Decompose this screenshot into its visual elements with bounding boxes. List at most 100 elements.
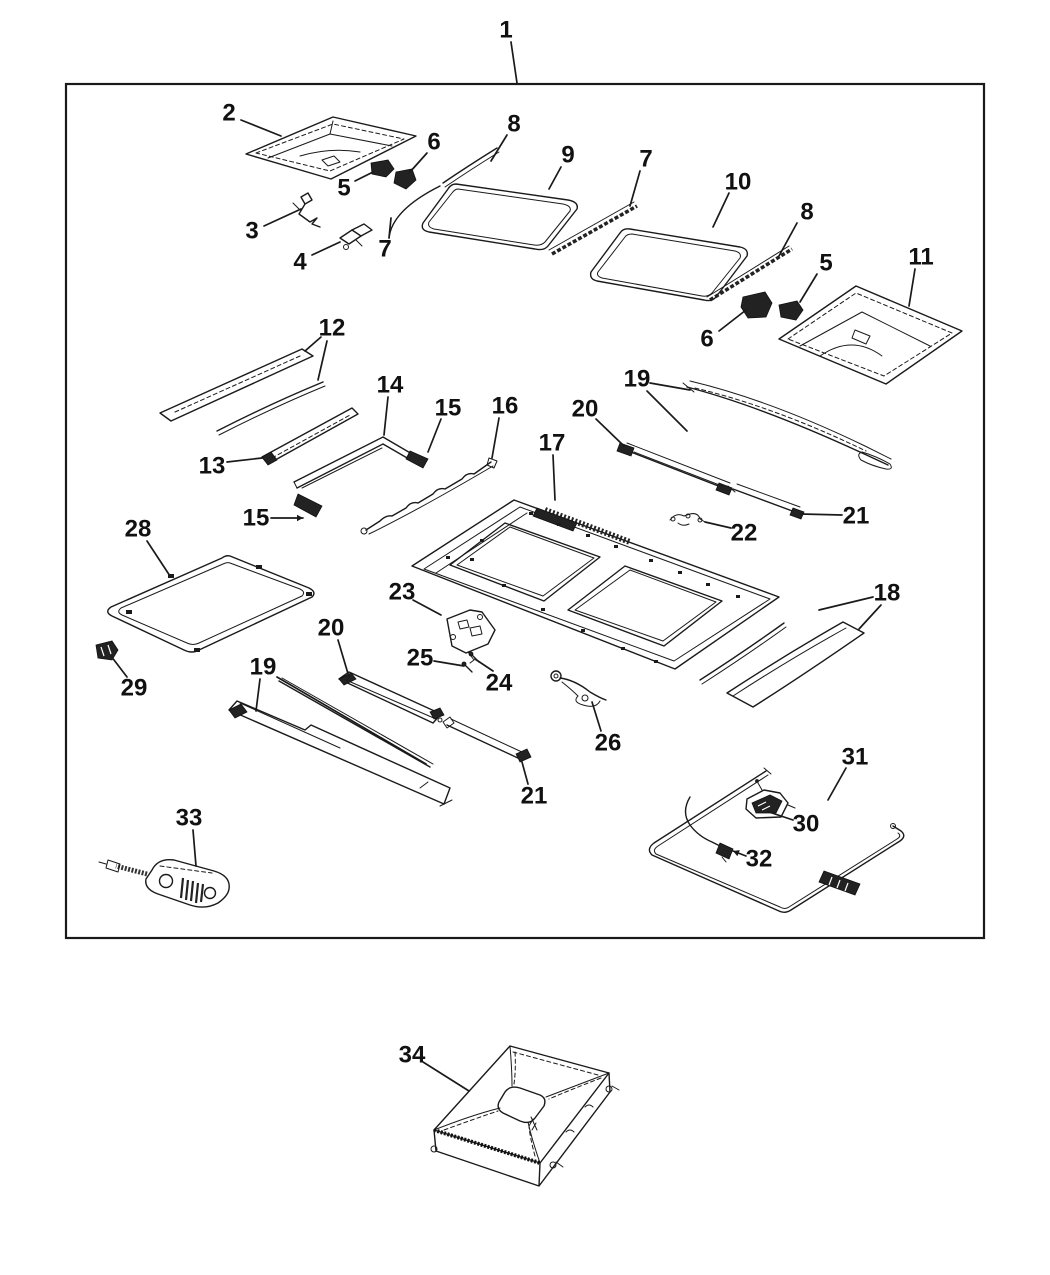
part-19-molding-rear-set [228,677,453,807]
part-16-drip-rail [360,457,498,535]
callout-22: 22 [704,520,758,547]
callout-28: 28 [125,516,171,577]
leader-line [226,457,263,463]
leader-line [110,655,128,678]
leader-line [311,241,341,256]
handle-cable [115,863,148,877]
part-32-wire [684,796,734,863]
part-34-glass-module [430,1045,620,1187]
leader-arrowhead [733,850,740,857]
leader-line [704,521,732,529]
callout-label: 32 [746,846,773,873]
callout-19: 19 [250,654,427,765]
callout-31: 31 [827,744,869,801]
callout-label: 11 [908,244,933,271]
callout-6: 6 [700,309,747,353]
leader-line [490,134,508,162]
part-31-drain-tube [648,767,905,913]
leader-line [800,513,843,516]
part-5-clip-rear [778,300,804,321]
callout-8: 8 [778,199,814,257]
callout-label: 13 [199,453,226,480]
callout-label: 31 [842,744,869,771]
part-2-front-sunshade [245,116,417,180]
callout-24: 24 [474,658,513,697]
callout-label: 4 [293,249,307,276]
callout-label: 15 [435,395,462,422]
part-5-clip-front [370,159,395,178]
callout-20: 20 [572,396,625,447]
callout-label: 5 [819,250,832,277]
leader-arrowhead [297,514,303,522]
part-21-rail-front [727,483,805,520]
callout-label: 12 [319,315,346,342]
callout-14: 14 [377,372,404,436]
callout-label: 21 [843,503,870,530]
leader-line [818,596,874,611]
leader-line [433,660,465,667]
part-25-screw [461,661,473,673]
callout-label: 24 [486,670,513,697]
callout-20: 20 [318,615,350,678]
leader-line [548,166,562,190]
frame-top-comb [543,507,632,545]
leader-line [409,152,428,173]
leader-line [263,208,302,227]
callout-label: 1 [499,17,512,44]
leader-line [255,678,261,712]
callout-11: 11 [908,244,934,307]
callout-9: 9 [548,142,575,190]
callout-30: 30 [768,811,819,838]
callout-25: 25 [407,645,465,672]
callout-1: 1 [499,17,518,84]
callout-label: 22 [731,520,758,547]
leader-line [712,192,730,228]
callout-34: 34 [399,1042,470,1092]
callout-3: 3 [245,208,302,245]
leader-line [827,767,847,801]
part-29-clip [95,640,119,661]
callout-18: 18 [818,580,900,630]
callout-label: 20 [318,615,345,642]
handle-grip-ribs [179,877,205,904]
callout-23: 23 [389,579,442,616]
callout-label: 6 [427,129,440,156]
leader-line [422,1061,470,1092]
part-6-clip-rear [740,291,773,319]
callout-label: 29 [121,675,148,702]
callout-13: 13 [199,453,263,480]
leader-line [778,222,798,257]
part-28-frame-seal [107,555,315,653]
leader-line [192,829,197,867]
leader-line [718,309,747,332]
callout-label: 19 [250,654,277,681]
leader-line [240,119,282,137]
callout-label: 7 [639,146,652,173]
callout-15: 15 [243,505,304,532]
leader-line [521,761,529,785]
part-11-rear-sunshade [778,285,963,385]
part-7-seal-front [388,185,441,239]
leader-line [304,336,322,352]
callout-label: 21 [521,783,548,810]
callout-label: 10 [725,169,752,196]
seal-clip-marks [126,565,312,652]
part-3-bracket [292,192,321,228]
leader-line [510,41,518,84]
leader-line [474,658,494,672]
callout-21: 21 [800,503,870,530]
callout-15: 15 [427,395,462,453]
callout-label: 26 [595,730,622,757]
callout-7: 7 [629,146,653,207]
leader-line [383,396,389,436]
callout-29: 29 [110,655,148,702]
callout-19: 19 [624,366,691,432]
callout-label: 3 [245,218,258,245]
leader-line [908,268,916,307]
callout-label: 8 [800,199,813,226]
leader-line [276,676,427,765]
leader-line [354,171,374,182]
callout-12: 12 [304,315,346,381]
part-8-seal-strip [706,245,793,302]
